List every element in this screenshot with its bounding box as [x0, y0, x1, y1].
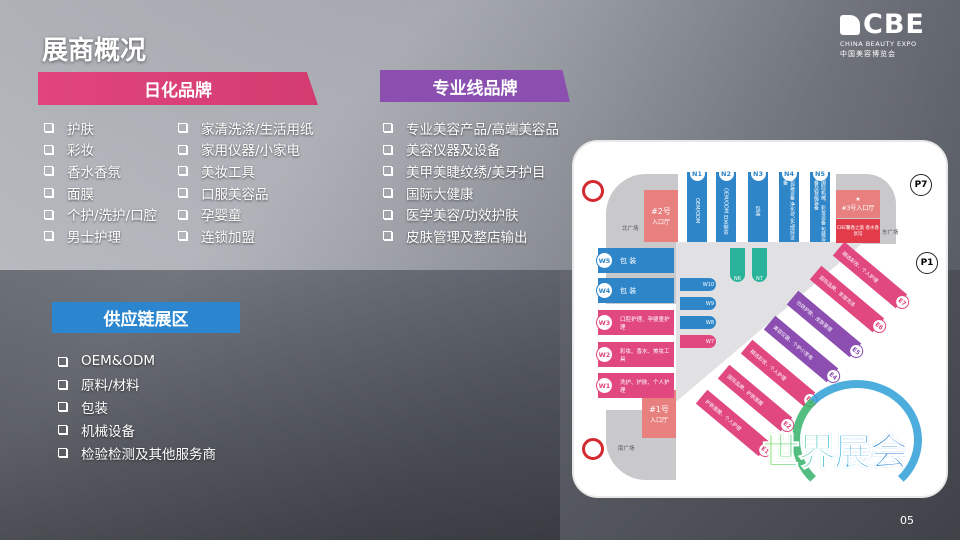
cbe-logo-mark-icon	[840, 15, 860, 35]
checkbox-icon	[383, 166, 392, 176]
list-item: 检验检测及其他服务商	[58, 441, 216, 464]
checkbox-icon	[44, 144, 53, 154]
checkbox-icon	[58, 379, 67, 389]
list-item: 彩妆	[44, 139, 157, 161]
daily-brands-banner: 日化品牌	[38, 72, 318, 105]
checkbox-icon	[383, 231, 392, 241]
checkbox-icon	[383, 123, 392, 133]
list-item: 面膜	[44, 182, 157, 204]
checkbox-icon	[44, 231, 53, 241]
entrance-3: ★#3号入口厅	[836, 190, 880, 218]
list-item: 专业美容产品/高端美容品	[383, 117, 559, 139]
world-expo-logo-text: 世界展会	[761, 430, 908, 475]
pro-brands-banner: 专业线品牌	[380, 70, 570, 102]
hall-W9[interactable]: W9	[680, 297, 716, 310]
cbe-logo: CBE CHINA BEAUTY EXPO 中国美容博览会	[840, 10, 925, 59]
metro-station-icon	[582, 180, 604, 202]
list-item: 男士护理	[44, 225, 157, 247]
east-plaza-label: 东广场	[882, 230, 899, 236]
list-item: 原料/材料	[58, 373, 216, 396]
checkbox-icon	[178, 123, 187, 133]
checkbox-icon	[44, 209, 53, 219]
star-icon: ★	[855, 196, 861, 203]
south-plaza-label: 南广场	[618, 446, 635, 452]
checkbox-icon	[58, 425, 67, 435]
parking-P1: P1	[916, 252, 938, 274]
supply-list: OEM&ODM 原料/材料 包装 机械设备 检验检测及其他服务商	[58, 350, 216, 464]
list-item: 美甲美睫纹绣/美牙护目	[383, 160, 559, 182]
list-item: 包装	[58, 396, 216, 419]
daily-list-col1: 护肤 彩妆 香水香氛 面膜 个护/洗护/口腔 男士护理	[44, 117, 157, 247]
hall-W8[interactable]: W8	[680, 316, 716, 329]
daily-list-col2: 家清洗涤/生活用纸 家用仪器/小家电 美妆工具 口服美容品 孕婴童 连锁加盟	[178, 117, 314, 247]
north-plaza-label: 北广场	[622, 226, 639, 232]
entrance-1: #1号入口厅	[642, 390, 676, 438]
page-title: 展商概况	[42, 36, 147, 66]
fragrance-hall: CBE馨香之旅 香水香氛馆	[836, 219, 880, 243]
list-item: 家清洗涤/生活用纸	[178, 117, 314, 139]
page-number: 05	[900, 514, 914, 527]
list-item: 国际大健康	[383, 182, 559, 204]
hall-W7[interactable]: W7	[680, 335, 716, 348]
list-item: 美容仪器及设备	[383, 139, 559, 161]
hall-N6[interactable]: N6	[730, 248, 745, 282]
supply-chain-banner: 供应链展区	[52, 302, 240, 333]
checkbox-icon	[44, 188, 53, 198]
list-item: 口服美容品	[178, 182, 314, 204]
checkbox-icon	[383, 188, 392, 198]
checkbox-icon	[44, 123, 53, 133]
checkbox-icon	[178, 144, 187, 154]
checkbox-icon	[178, 209, 187, 219]
list-item: 医学美容/功效护肤	[383, 203, 559, 225]
parking-P7: P7	[910, 174, 932, 196]
list-item: 个护/洗护/口腔	[44, 203, 157, 225]
world-expo-logo: 世界展会	[761, 380, 954, 510]
list-item: 孕婴童	[178, 203, 314, 225]
checkbox-icon	[44, 166, 53, 176]
logo-brand: CBE	[863, 9, 925, 40]
entrance-2: #2号入口厅	[644, 190, 678, 242]
list-item: 皮肤管理及整店输出	[383, 225, 559, 247]
list-item: 家用仪器/小家电	[178, 139, 314, 161]
checkbox-icon	[178, 166, 187, 176]
logo-cn: 中国美容博览会	[840, 50, 896, 58]
list-item: OEM&ODM	[58, 350, 216, 373]
globe-icon	[792, 380, 922, 500]
list-item: 机械设备	[58, 418, 216, 441]
checkbox-icon	[58, 448, 67, 458]
checkbox-icon	[58, 402, 67, 412]
hall-N7[interactable]: N7	[752, 248, 767, 282]
list-item: 连锁加盟	[178, 225, 314, 247]
list-item: 美妆工具	[178, 160, 314, 182]
checkbox-icon	[178, 188, 187, 198]
checkbox-icon	[383, 209, 392, 219]
checkbox-icon	[58, 356, 67, 366]
list-item: 护肤	[44, 117, 157, 139]
list-item: 香水香氛	[44, 160, 157, 182]
checkbox-icon	[178, 231, 187, 241]
hall-W10[interactable]: W10	[680, 278, 716, 291]
metro-station-icon	[582, 438, 604, 460]
pro-list: 专业美容产品/高端美容品 美容仪器及设备 美甲美睫纹绣/美牙护目 国际大健康 医…	[383, 117, 559, 247]
checkbox-icon	[383, 144, 392, 154]
logo-en: CHINA BEAUTY EXPO	[840, 40, 917, 48]
